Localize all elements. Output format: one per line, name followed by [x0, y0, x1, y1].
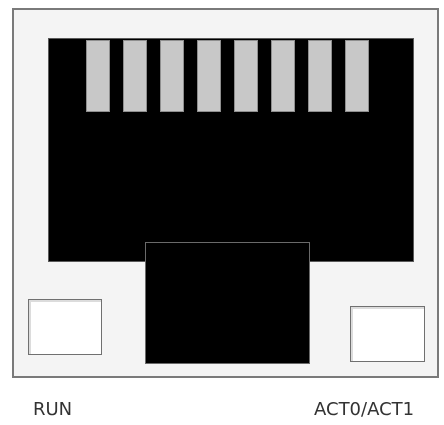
act-led-indicator — [350, 306, 425, 362]
contact-pin-3 — [160, 40, 184, 112]
run-led-label: RUN — [33, 399, 73, 420]
contact-pin-2 — [123, 40, 147, 112]
contact-pin-5 — [234, 40, 258, 112]
run-led-indicator — [28, 299, 102, 355]
contact-pin-4 — [197, 40, 221, 112]
latch-slot — [145, 242, 310, 364]
contact-pin-6 — [271, 40, 295, 112]
contact-pin-8 — [345, 40, 369, 112]
contact-pin-7 — [308, 40, 332, 112]
contact-pin-1 — [86, 40, 110, 112]
act-led-label: ACT0/ACT1 — [314, 399, 415, 420]
